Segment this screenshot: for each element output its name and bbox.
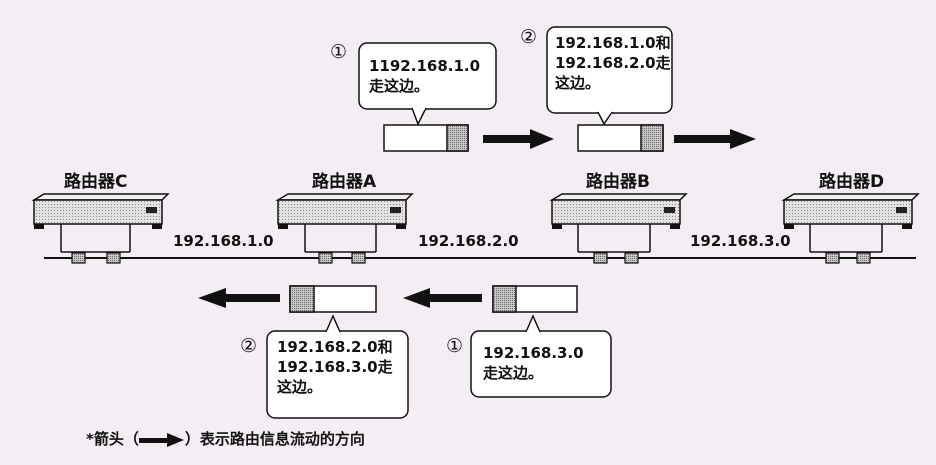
router-a-label: 路由器A	[312, 172, 377, 192]
legend-note-prefix: 箭头（	[93, 430, 139, 448]
network-3-label: 192.168.3.0	[688, 232, 793, 250]
network-1-label: 192.168.1.0	[171, 232, 276, 250]
bottom-packet-2	[289, 285, 377, 313]
bottom-arrow-left-1	[198, 288, 280, 308]
top-arrow-right-2	[674, 129, 756, 149]
router-d-label: 路由器D	[819, 172, 885, 192]
router-c-label: 路由器C	[64, 172, 128, 192]
bottom-message-2-text: 192.168.2.0和 192.168.3.0走 这边。	[277, 338, 393, 396]
top-message-2-marker: ②	[520, 26, 538, 48]
top-packet-1	[383, 124, 469, 152]
legend-arrow-icon	[138, 432, 184, 447]
router-b-label: 路由器B	[586, 172, 650, 192]
legend-note-suffix: ）表示路由信息流动的方向	[184, 430, 365, 448]
bottom-packet-1	[492, 285, 578, 313]
top-message-1-text: 1192.168.1.0 走这边。	[369, 57, 481, 95]
router-c-device	[31, 193, 170, 264]
bottom-arrow-left-2	[403, 288, 482, 308]
top-message-1-bubble	[358, 42, 497, 126]
bottom-message-1-marker: ①	[446, 335, 464, 357]
top-packet-2	[577, 124, 664, 152]
router-b-device	[549, 193, 688, 264]
bottom-message-2-bubble	[266, 314, 409, 419]
top-message-2-text: 192.168.1.0和 192.168.2.0走 这边。	[555, 34, 671, 92]
legend-note-star: *	[86, 430, 94, 448]
legend-note: *箭头（ ）表示路由信息流动的方向	[86, 428, 365, 449]
router-d-device	[781, 193, 920, 264]
top-message-1-marker: ①	[330, 41, 348, 63]
bottom-message-1-bubble	[470, 314, 612, 398]
top-message-2-bubble	[546, 26, 673, 126]
bottom-message-2-marker: ②	[240, 335, 258, 357]
network-2-label: 192.168.2.0	[416, 232, 521, 250]
bottom-message-1-text: 192.168.3.0 走这边。	[483, 344, 584, 382]
router-a-device	[275, 193, 414, 264]
top-arrow-right-1	[483, 129, 554, 149]
